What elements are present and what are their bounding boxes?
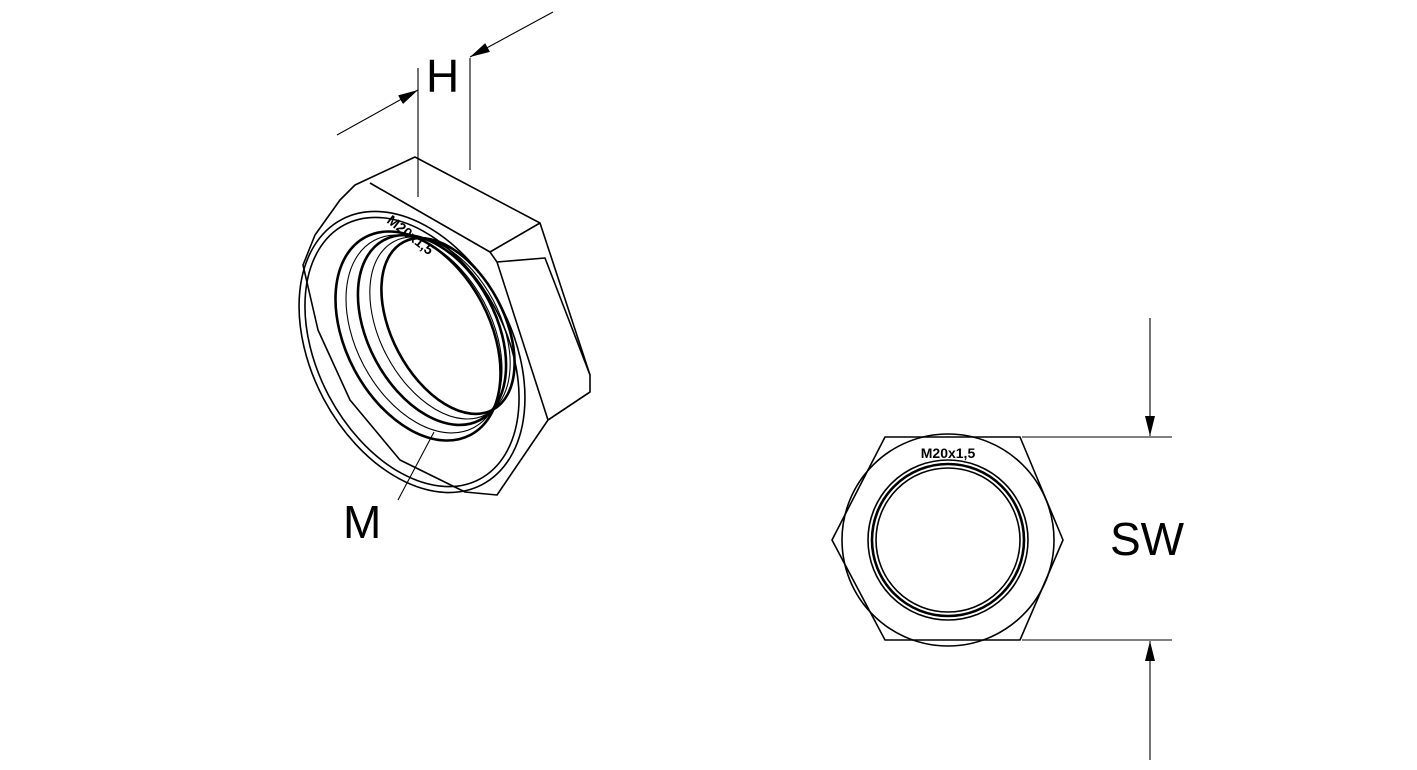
height-dimension: H xyxy=(336,11,554,197)
thread-inner-circle xyxy=(875,467,1021,613)
thread-ridge-1 xyxy=(345,234,503,434)
thread-outer-circle xyxy=(867,459,1029,621)
thread-label: M xyxy=(343,496,381,548)
nut-marking-front: M20x1,5 xyxy=(921,445,976,461)
wrench-size-dimension: SW xyxy=(1022,318,1185,760)
front-nut-view: M20x1,5 xyxy=(831,433,1064,647)
isometric-nut-view: M20x1,5 xyxy=(298,156,591,496)
thread-ridge-2 xyxy=(356,233,508,427)
thread-inner xyxy=(380,236,516,416)
nut-front-face-ring-inner xyxy=(304,216,520,488)
nut-hex-outline xyxy=(302,156,591,496)
height-label: H xyxy=(426,50,459,102)
wrench-size-label: SW xyxy=(1110,513,1185,565)
nut-chamfer-circle xyxy=(841,433,1055,647)
nut-hex-front xyxy=(831,436,1064,641)
thread-dimension: M xyxy=(343,431,435,548)
thread-ridge-3 xyxy=(369,236,511,420)
thread-outer xyxy=(334,230,502,442)
nut-hex-edges xyxy=(369,182,591,421)
thread-mid-circle xyxy=(870,462,1026,618)
